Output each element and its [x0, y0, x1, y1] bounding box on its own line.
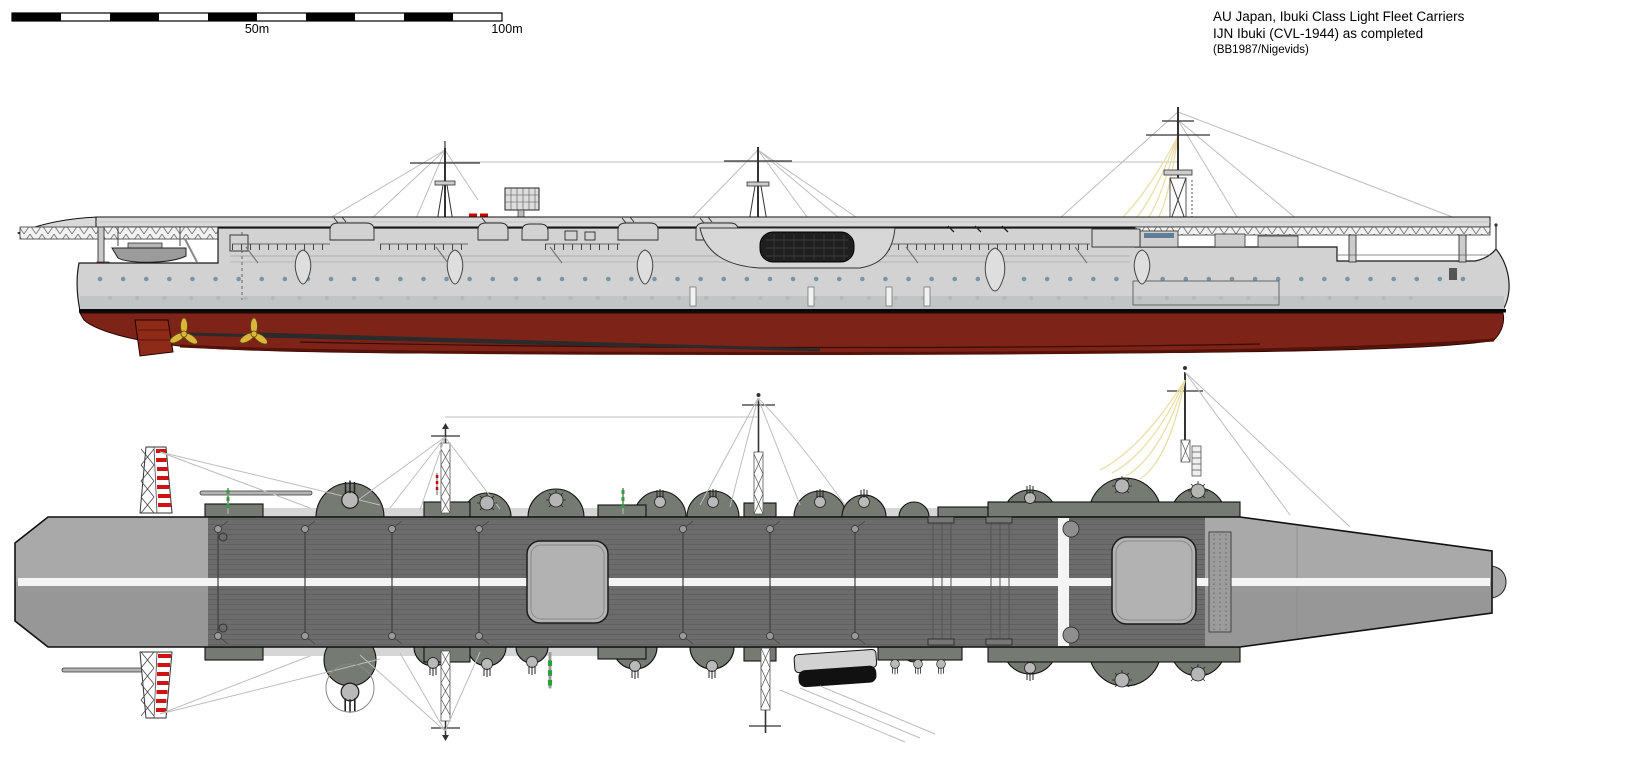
deck-edge-red-marker — [469, 213, 477, 217]
side-profile-view — [16, 107, 1510, 357]
centerline-stripe — [18, 578, 1490, 586]
forward-elevator — [1111, 536, 1197, 625]
signal-mast — [546, 650, 554, 690]
underwater-hull — [79, 309, 1506, 357]
rigging-lines — [329, 111, 1456, 231]
stern-striped-mast-starboard — [139, 446, 173, 514]
bow-mast — [1146, 107, 1210, 223]
flight-deck-plan — [14, 516, 1493, 648]
title-block: AU Japan, Ibuki Class Light Fleet Carrie… — [1213, 8, 1464, 57]
funnel-side — [699, 227, 896, 269]
aft-mast-plan — [431, 423, 460, 741]
title-credit-line: (BB1987/Nigevids) — [1213, 44, 1309, 56]
sponson-deckhouse — [1091, 228, 1141, 248]
prop-shaft — [257, 332, 821, 352]
radar-mattress — [504, 187, 540, 222]
title-class-line: AU Japan, Ibuki Class Light Fleet Carrie… — [1213, 9, 1465, 24]
stern-striped-mast-port — [139, 651, 173, 719]
ships-boat — [111, 247, 187, 263]
rudder — [134, 319, 174, 357]
aft-elevator — [526, 540, 609, 624]
top-plan-view — [14, 366, 1507, 743]
landing-cross-stripe — [1058, 518, 1069, 646]
scale-label-100m: 100m — [491, 22, 522, 36]
funnel-plan — [793, 648, 878, 688]
deck-outline — [14, 516, 1493, 648]
boat-boom — [199, 490, 313, 496]
rigging-plan — [159, 371, 1351, 743]
aa-mounts-plan — [325, 475, 1209, 714]
hull-side — [76, 227, 1510, 312]
mid-mast-plan — [742, 393, 781, 733]
boat-boom — [61, 667, 149, 673]
bow-cap — [1491, 565, 1507, 599]
bow-mast-plan — [1167, 366, 1203, 477]
bow-deck-supports — [1134, 223, 1498, 280]
scale-bar: 50m 100m — [11, 12, 523, 36]
bilge-keel — [299, 341, 1261, 349]
title-ship-line: IJN Ibuki (CVL-1944) as completed — [1213, 26, 1424, 41]
anchor — [1449, 268, 1457, 280]
deck-hatch-area — [1208, 531, 1232, 633]
arrestor-wires — [214, 520, 866, 645]
mid-mast — [724, 147, 792, 223]
crash-barriers — [927, 516, 1013, 646]
scale-label-50m: 50m — [245, 22, 269, 36]
waterline — [79, 309, 1506, 313]
aft-mast — [410, 141, 480, 223]
